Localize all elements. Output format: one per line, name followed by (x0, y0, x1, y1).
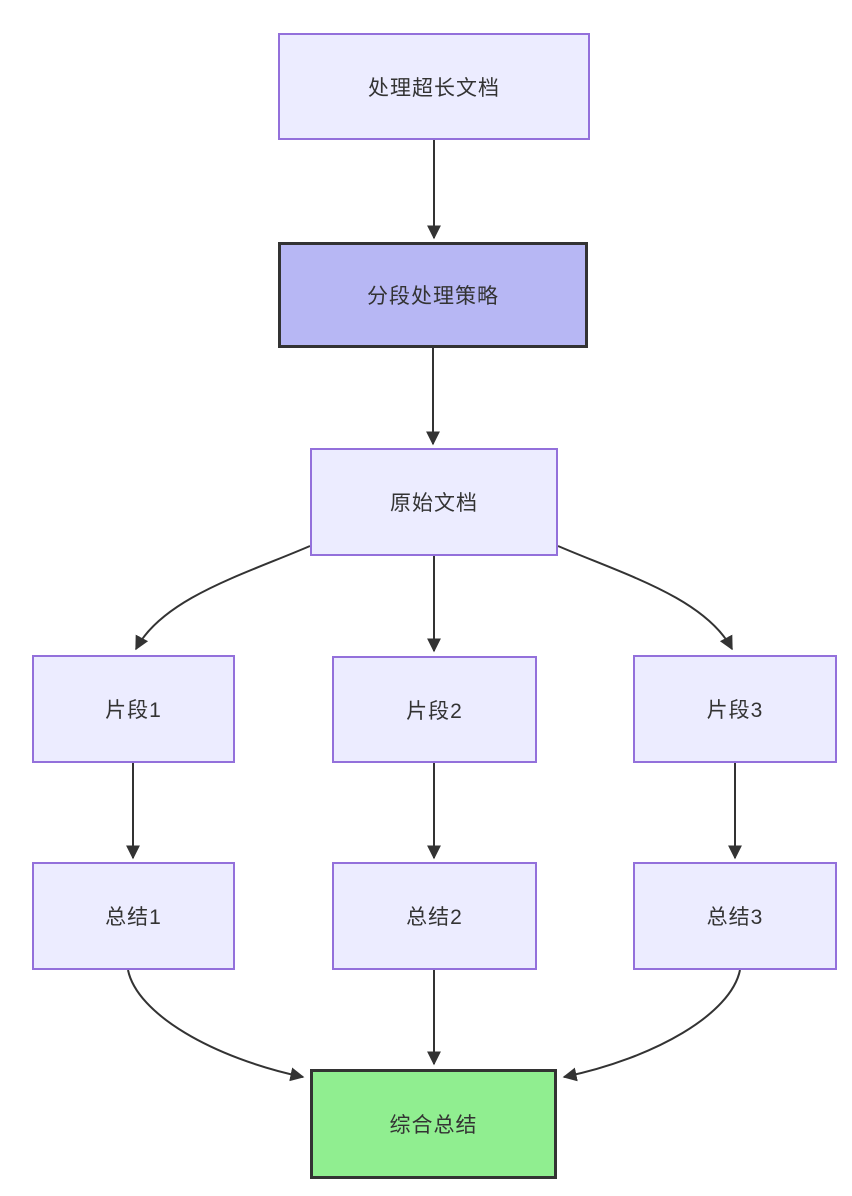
node-summary-1: 总结1 (32, 862, 235, 970)
node-fragment-2: 片段2 (332, 656, 537, 763)
node-label: 片段1 (105, 699, 162, 722)
node-fragment-1: 片段1 (32, 655, 235, 763)
node-label: 综合总结 (389, 1114, 478, 1137)
node-final-summary: 综合总结 (310, 1069, 557, 1179)
node-label: 总结3 (706, 906, 764, 929)
node-label: 分段处理策略 (367, 285, 499, 308)
edge-summary1-to-final (127, 969, 305, 1082)
node-label: 总结1 (105, 906, 162, 929)
node-summary-2: 总结2 (332, 862, 537, 970)
node-label: 处理超长文档 (368, 76, 500, 100)
edge-original-to-fragment3 (557, 545, 733, 651)
edge-original-to-fragment1 (135, 545, 311, 651)
node-process-long-document: 处理超长文档 (278, 33, 590, 140)
node-label: 片段3 (706, 699, 764, 722)
node-original-document: 原始文档 (310, 448, 558, 556)
node-summary-3: 总结3 (633, 862, 837, 970)
node-label: 片段2 (406, 699, 463, 723)
node-segmentation-strategy: 分段处理策略 (278, 242, 588, 348)
node-label: 原始文档 (390, 492, 478, 515)
node-label: 总结2 (406, 906, 463, 929)
node-fragment-3: 片段3 (633, 655, 837, 763)
edge-summary3-to-final (562, 969, 741, 1082)
